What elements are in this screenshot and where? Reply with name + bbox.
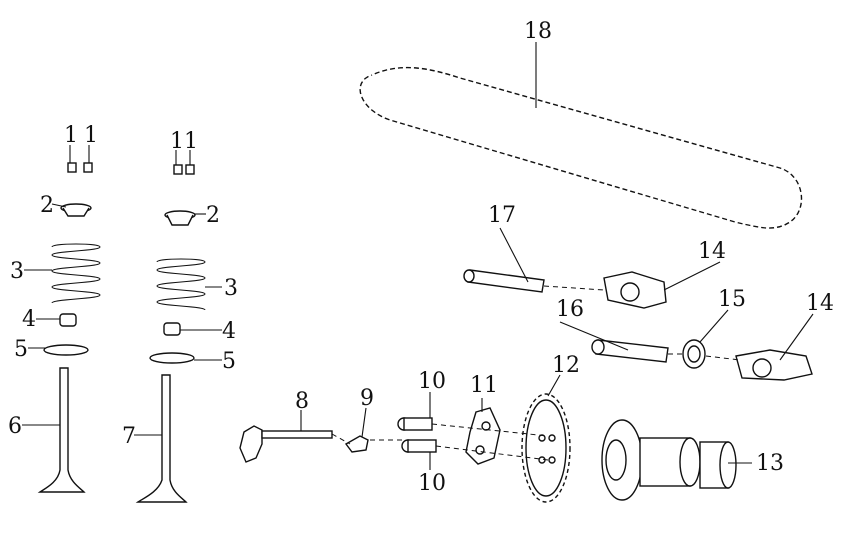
valve-spring-left [51,243,101,304]
callout-3: 3 [10,259,24,284]
callout-10: 10 [418,369,446,394]
bushing-15 [682,339,706,369]
valve-retainer-right [164,210,196,226]
leader-lines [22,42,814,470]
callout-14: 14 [806,291,834,316]
callout-8: 8 [295,389,309,414]
rocker-shaft-upper [463,269,545,293]
valve-keepers-right [173,164,195,175]
callout-7: 7 [122,424,136,449]
spring-seat-left [43,344,89,356]
callout-labels: 1 1 1 1 2 2 3 3 4 4 5 5 6 7 8 9 10 10 11… [8,19,834,496]
callout-15: 15 [718,287,746,312]
callout-6: 6 [8,414,22,439]
cam-sprocket [521,393,571,503]
callout-4: 4 [222,319,236,344]
callout-3: 3 [224,276,238,301]
decompressor-shaft [239,425,333,463]
callout-1: 1 [84,123,98,148]
callout-18: 18 [524,19,552,44]
callout-17: 17 [488,203,516,228]
callout-5: 5 [14,337,28,362]
callout-2: 2 [40,193,54,218]
rocker-arm-lower [735,349,813,381]
callout-5: 5 [222,349,236,374]
bolt-lower [401,439,437,453]
callout-12: 12 [552,353,580,378]
valve-retainer-left [60,203,92,217]
callout-1: 1 [64,123,78,148]
bolt-upper [397,417,433,431]
callout-1: 1 [170,129,184,154]
callout-2: 2 [206,203,220,228]
spring-seat-right [149,352,195,364]
valve-left [37,367,86,493]
valve-seal-right [163,322,181,336]
valve-seal-left [59,313,77,327]
spring-9 [344,435,369,453]
rocker-arm-upper [603,271,667,309]
valve-keepers-left [67,162,93,173]
callout-11: 11 [470,373,498,398]
callout-9: 9 [360,386,374,411]
callout-13: 13 [756,451,784,476]
rocker-shaft-lower [591,339,669,363]
timing-chain [358,66,803,230]
valve-spring-right [156,258,206,311]
valve-right [135,374,188,503]
callout-14: 14 [698,239,726,264]
camshaft [601,419,737,501]
callout-4: 4 [22,307,36,332]
callout-16: 16 [556,297,584,322]
decompressor-bracket [465,407,501,465]
callout-1: 1 [184,129,198,154]
callout-10: 10 [418,471,446,496]
assembly-lines [331,285,741,461]
